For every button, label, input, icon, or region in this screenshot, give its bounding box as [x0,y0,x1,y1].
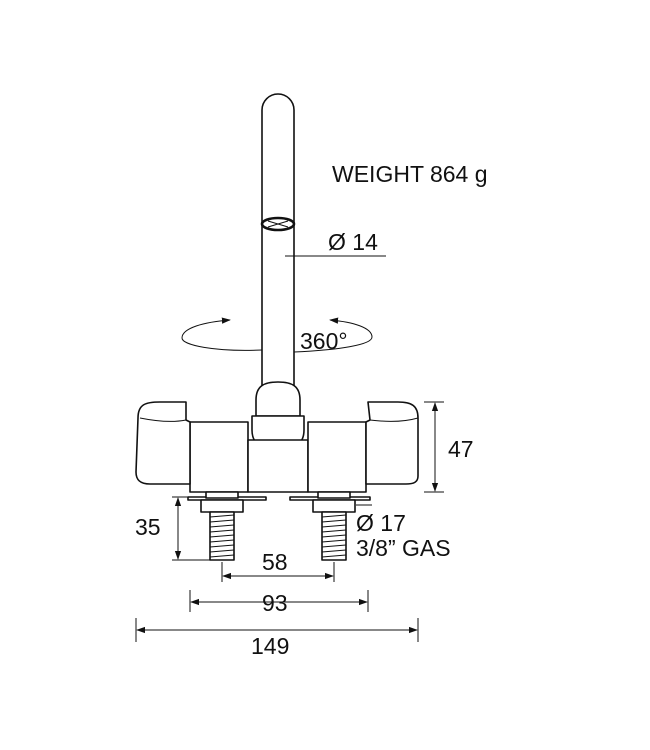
weight-label: WEIGHT 864 g [332,161,488,187]
rotation-label: 360° [300,328,348,354]
left-handle [135,401,191,485]
swivel-collar [255,381,301,417]
spout-tube [261,93,295,387]
rotation-arrow-icon [293,317,373,353]
body-left-block [189,421,249,493]
thread-spec-label: 3/8” GAS [356,535,451,561]
left-nut [200,499,244,513]
tail-length-label: 35 [135,514,161,540]
mid-spacing-label: 93 [262,590,288,616]
tail-diameter-label: Ø 17 [356,510,406,536]
rotation-arrow-icon [181,317,263,351]
overall-width-label: 149 [251,633,289,659]
body-center-block [247,439,309,493]
spout-diameter-label: Ø 14 [328,229,378,255]
right-nut [312,499,356,513]
height-label: 47 [448,436,474,462]
right-handle [365,401,419,485]
inner-spacing-label: 58 [262,549,288,575]
body-right-block [307,421,367,493]
